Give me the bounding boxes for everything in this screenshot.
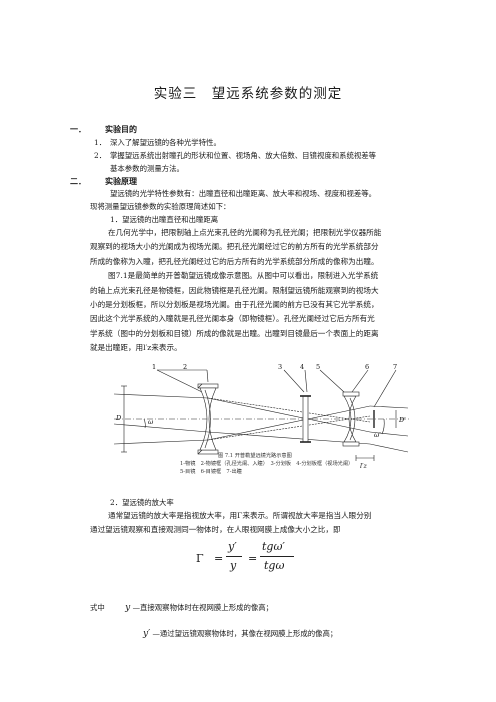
eq-fraction-bar-1 <box>226 556 242 557</box>
eyepiece-lens-2 <box>349 397 356 441</box>
leader-line <box>156 369 203 393</box>
label-6: 6 <box>365 363 369 371</box>
figure-caption-line-1: 1-物镜 2-物镜框（孔径光阑、入瞳） 3-分划板 4-分划板框（视场光阑） <box>180 461 354 467</box>
eq-numerator-2: tgω′ <box>262 540 285 553</box>
definition-text: —通过望远镜观察物体时，其像在视网膜上形成的像高； <box>152 629 338 638</box>
leader-line <box>373 369 397 408</box>
ray <box>113 393 209 399</box>
leader-line <box>351 369 369 393</box>
ray <box>369 431 409 437</box>
body-paragraph-1: 在几何光学中，把限制轴上点光束孔径的光阑称为孔径光阑；把限制光学仪器所能 观察到… <box>90 226 430 356</box>
eq-numerator-1: y′ <box>228 540 237 553</box>
body-line: 在几何光学中，把限制轴上点光束孔径的光阑称为孔径光阑；把限制光学仪器所能 <box>108 228 382 237</box>
subsection-1-heading: 1．望远镜的出瞳直径和出瞳距离 <box>110 215 219 224</box>
eyepiece-frame-top <box>342 391 360 397</box>
leader-line <box>206 369 209 383</box>
label-exit-pupil-distance: l′z <box>360 462 368 470</box>
magnification-equation: Γ = y′ y = tgω′ tgω <box>196 540 306 580</box>
ray <box>113 439 209 445</box>
label-omega-prime: ω′ <box>374 431 381 439</box>
eq-equals-1: = <box>214 552 224 565</box>
eq-denominator-1: y <box>230 559 237 572</box>
body-line: 的轴上点光束孔径是物镜框，因此物镜框是孔径光阑。限制望远镜所能观察到的视场大 <box>90 285 379 295</box>
section-1-heading: 实验目的 <box>105 124 137 134</box>
section-2-number: 二． <box>70 176 86 186</box>
label-Dp: D′ <box>398 416 406 424</box>
body-line: 就是出瞳距，用l′z来表示。 <box>90 343 182 353</box>
label-omega: ω <box>148 418 154 426</box>
definition-text: —直接观察物体时在视网膜上形成的像高； <box>132 603 274 612</box>
leader-line <box>283 369 305 393</box>
objective-lens <box>199 387 217 451</box>
reticle-plate <box>302 395 309 443</box>
eq-gamma: Γ <box>196 552 204 565</box>
ray <box>207 415 371 441</box>
label-3: 3 <box>278 363 282 371</box>
label-D: D <box>115 414 122 422</box>
leader-line <box>304 369 308 393</box>
body-line: 学系统（图中的分划板和目镜）所成的像就是出瞳。出瞳到目镜最后一个表面上的距离 <box>90 328 379 338</box>
body-line: 因此这个光学系统的入瞳就是孔径光阑本身（即物镜框）。孔径光阑经过它后方所有光 <box>90 314 375 324</box>
section-2-intro-2: 现将测量望远镜参数的实验原理简述如下： <box>90 202 231 211</box>
body-line: 图7.1是最简单的开普勒望远镜成像示意图。从图中可以看出，限制进入光学系统 <box>108 271 379 281</box>
ray <box>207 405 371 441</box>
label-7: 7 <box>393 363 397 371</box>
section-1-number: 一． <box>70 124 86 134</box>
eyepiece-frame-bottom <box>342 441 360 447</box>
page-title: 实验三 望远系统参数的测定 <box>153 86 343 102</box>
section-1-item-2-cont: 基本参数的测量方法。 <box>110 164 184 173</box>
subsection-2-heading: 2．望远镜的放大率 <box>110 498 174 507</box>
section-2-heading: 实验原理 <box>105 176 137 186</box>
label-2: 2 <box>183 363 187 371</box>
figure-caption-line-2: 5-目镜 6-目镜框 7-出瞳 <box>180 469 242 475</box>
eq-denominator-2: tgω <box>264 559 285 572</box>
eq-fraction-bar-2 <box>260 556 294 557</box>
section-1-item-2: 掌握望远系统出射瞳孔的形状和位置、视场角、放大倍数、目镜视度和系统视差等 <box>110 151 377 160</box>
body-line: 所成的像称为入瞳，把孔径光阑经过它的后方所有的光学系统部分所成的像称为出瞳。 <box>90 256 379 266</box>
leader-line <box>319 369 345 393</box>
ray <box>207 397 371 433</box>
definition-2: y′ —通过望远镜观察物体时，其像在视网膜上形成的像高； <box>143 628 337 639</box>
body-line: 观察到的视场大小的光阑成为视场光阑。把孔径光阑经过它的前方所有的光学系统部分 <box>90 242 379 252</box>
section-1-item-2-num: 2． <box>94 151 107 160</box>
body-line: 小的是分划板框，所以分划板是视场光阑。由于孔径光阑的前方已没有其它光学系统， <box>90 300 379 310</box>
body-paragraph-2: 通常望远镜的放大率是指视放大率，用Γ来表示。所谓视放大率是指当人眼分别 通过望远… <box>90 509 430 538</box>
objective-frame-bottom-hatch <box>197 449 203 455</box>
section-1-item-1: 深入了解望远镜的各种光学特性。 <box>110 138 221 147</box>
body-line: 通常望远镜的放大率是指视放大率，用Γ来表示。所谓视放大率是指当人眼分别 <box>108 511 372 520</box>
body-line: 通过望远镜观察和直接观测同一物体时，在人眼视网膜上成像大小之比，即 <box>90 525 341 535</box>
omega-arc <box>143 418 146 429</box>
ray <box>113 423 209 433</box>
kepler-telescope-diagram: 1 2 3 4 5 6 7 D D′ ω ω′ l′z <box>113 363 410 470</box>
definition-1: 式中 y —直接观察物体时在视网膜上形成的像高； <box>90 602 273 613</box>
definition-symbol: y′ <box>143 629 151 639</box>
definition-lead: 式中 <box>90 603 105 612</box>
definition-symbol: y <box>125 603 131 613</box>
ray <box>207 397 371 423</box>
objective-frame-top-hatch <box>197 383 203 389</box>
objective-lens-inner <box>204 389 211 449</box>
section-1-item-1-num: 1． <box>94 138 107 147</box>
label-5: 5 <box>316 363 320 371</box>
label-1: 1 <box>152 363 156 371</box>
ray <box>369 443 409 453</box>
label-4: 4 <box>300 363 304 371</box>
ray <box>369 405 409 409</box>
section-2-intro-1: 望远镜的光学特性参数有：出瞳直径和出瞳距离、放大率和视场、视度和视差等。 <box>110 189 377 198</box>
eq-equals-2: = <box>248 552 258 565</box>
omega-prime-arc <box>381 418 385 435</box>
figure-caption-title: 图 7.1 开普勒望远镜光路示意图 <box>218 453 292 459</box>
